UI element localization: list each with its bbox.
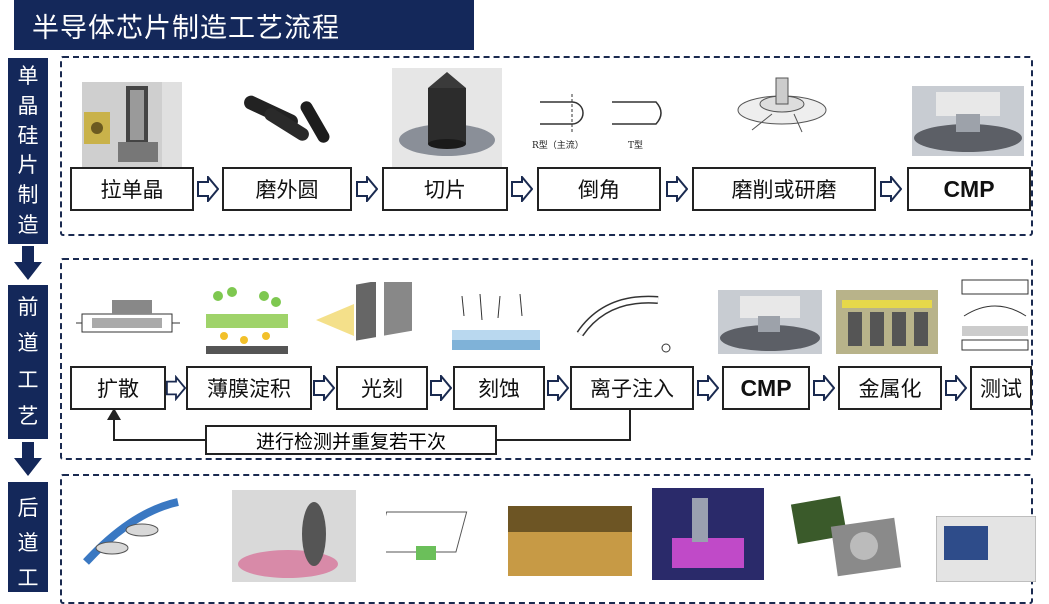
t-type-label: T型 [628,140,643,151]
ion-implant-diagram-image [566,282,678,356]
chips-image [784,488,916,580]
section-label-char: 硅 [17,123,39,148]
step-box: 测试 [970,366,1032,410]
section-label-char: 后 [17,496,39,520]
etching-diagram-image [450,290,542,352]
step-box: 薄膜淀积 [186,366,312,410]
step-box: 磨削或研磨 [692,167,876,211]
section-label-char: 道 [17,531,39,555]
section-label-char: 制 [17,182,39,207]
slicing-image [392,68,502,168]
dicing-image [232,490,356,582]
step-box: 切片 [382,167,508,211]
testing-diagram-image [958,276,1032,362]
cmp-machine-image [718,290,822,354]
metallization-image [836,290,938,354]
deposition-diagram-image [204,284,290,356]
right-arrow-icon [356,176,378,202]
tester-image [936,516,1036,582]
step-box: 光刻 [336,366,428,410]
ingots-image [232,90,332,160]
bevel-profile-image: R型（主流） T型 [528,88,678,158]
section-label-frontend: 前 道 工 艺 [8,285,48,439]
bonding-image [508,506,632,576]
right-arrow-icon [697,375,719,401]
packaging-machine-image [652,488,764,580]
section-label-backend: 后 道 工 [8,482,48,592]
step-box: 磨外圆 [222,167,352,211]
grinding-diagram-image [732,70,832,160]
right-arrow-icon [313,375,335,401]
section-label-char: 前 [17,294,39,319]
step-box: CMP [907,167,1031,211]
section-label-char: 工 [17,566,39,590]
step-box: 离子注入 [570,366,694,410]
right-arrow-icon [511,176,533,202]
frontend-section [60,258,1033,460]
step-box: 金属化 [838,366,942,410]
section-label-char: 工 [17,367,39,392]
right-arrow-icon [666,176,688,202]
lithography-diagram-image [314,282,424,356]
section-label-char: 艺 [17,404,39,429]
wafer-section [60,56,1033,236]
down-arrow-icon [14,442,42,476]
wafer-process-image [82,492,182,576]
section-label-char: 单 [17,64,39,89]
right-arrow-icon [880,176,902,202]
right-arrow-icon [430,375,452,401]
step-box: 倒角 [537,167,661,211]
cmp-machine-image [912,86,1024,156]
section-label-char: 晶 [17,93,39,118]
step-box: CMP [722,366,810,410]
section-label-char: 道 [17,331,39,356]
right-arrow-icon [813,375,835,401]
right-arrow-icon [197,176,219,202]
crystal-puller-image [82,82,182,172]
step-box: 拉单晶 [70,167,194,211]
right-arrow-icon [945,375,967,401]
page-title: 半导体芯片制造工艺流程 [14,0,474,50]
section-label-wafer: 单 晶 硅 片 制 造 [8,58,48,244]
diffusion-diagram-image [72,290,182,354]
step-box: 扩散 [70,366,166,410]
down-arrow-icon [14,246,42,280]
right-arrow-icon [166,375,186,401]
section-label-char: 片 [17,153,39,178]
loop-label: 进行检测并重复若干次 [205,425,497,455]
right-arrow-icon [547,375,569,401]
section-label-char: 造 [17,212,39,237]
r-type-label: R型（主流） [532,139,584,151]
wire-bond-diagram-image [386,492,478,572]
step-box: 刻蚀 [453,366,545,410]
